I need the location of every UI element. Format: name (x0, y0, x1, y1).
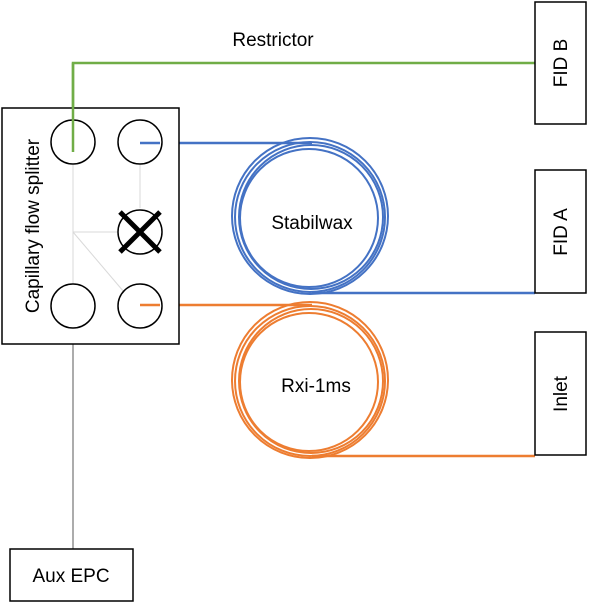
inlet-label: Inlet (551, 375, 572, 412)
stabilwax-column (143, 137, 535, 295)
fid-a-box (534, 169, 587, 294)
aux-epc-box (9, 548, 134, 602)
aux-epc-label: Aux EPC (32, 566, 109, 587)
fid-a-label: FID A (551, 208, 572, 256)
plug-x-icon (118, 210, 162, 254)
splitter-label: Capillary flow splitter (23, 138, 44, 313)
fid-b-label: FID B (551, 39, 572, 88)
rxi-label: Rxi-1ms (281, 376, 351, 397)
splitter-channels (72, 165, 141, 293)
fid-b-box (534, 1, 587, 125)
rxi-column (143, 301, 535, 459)
port-aux (50, 283, 96, 329)
stabilwax-label: Stabilwax (271, 213, 353, 234)
inlet-box (534, 331, 587, 456)
restrictor-label: Restrictor (232, 30, 314, 51)
